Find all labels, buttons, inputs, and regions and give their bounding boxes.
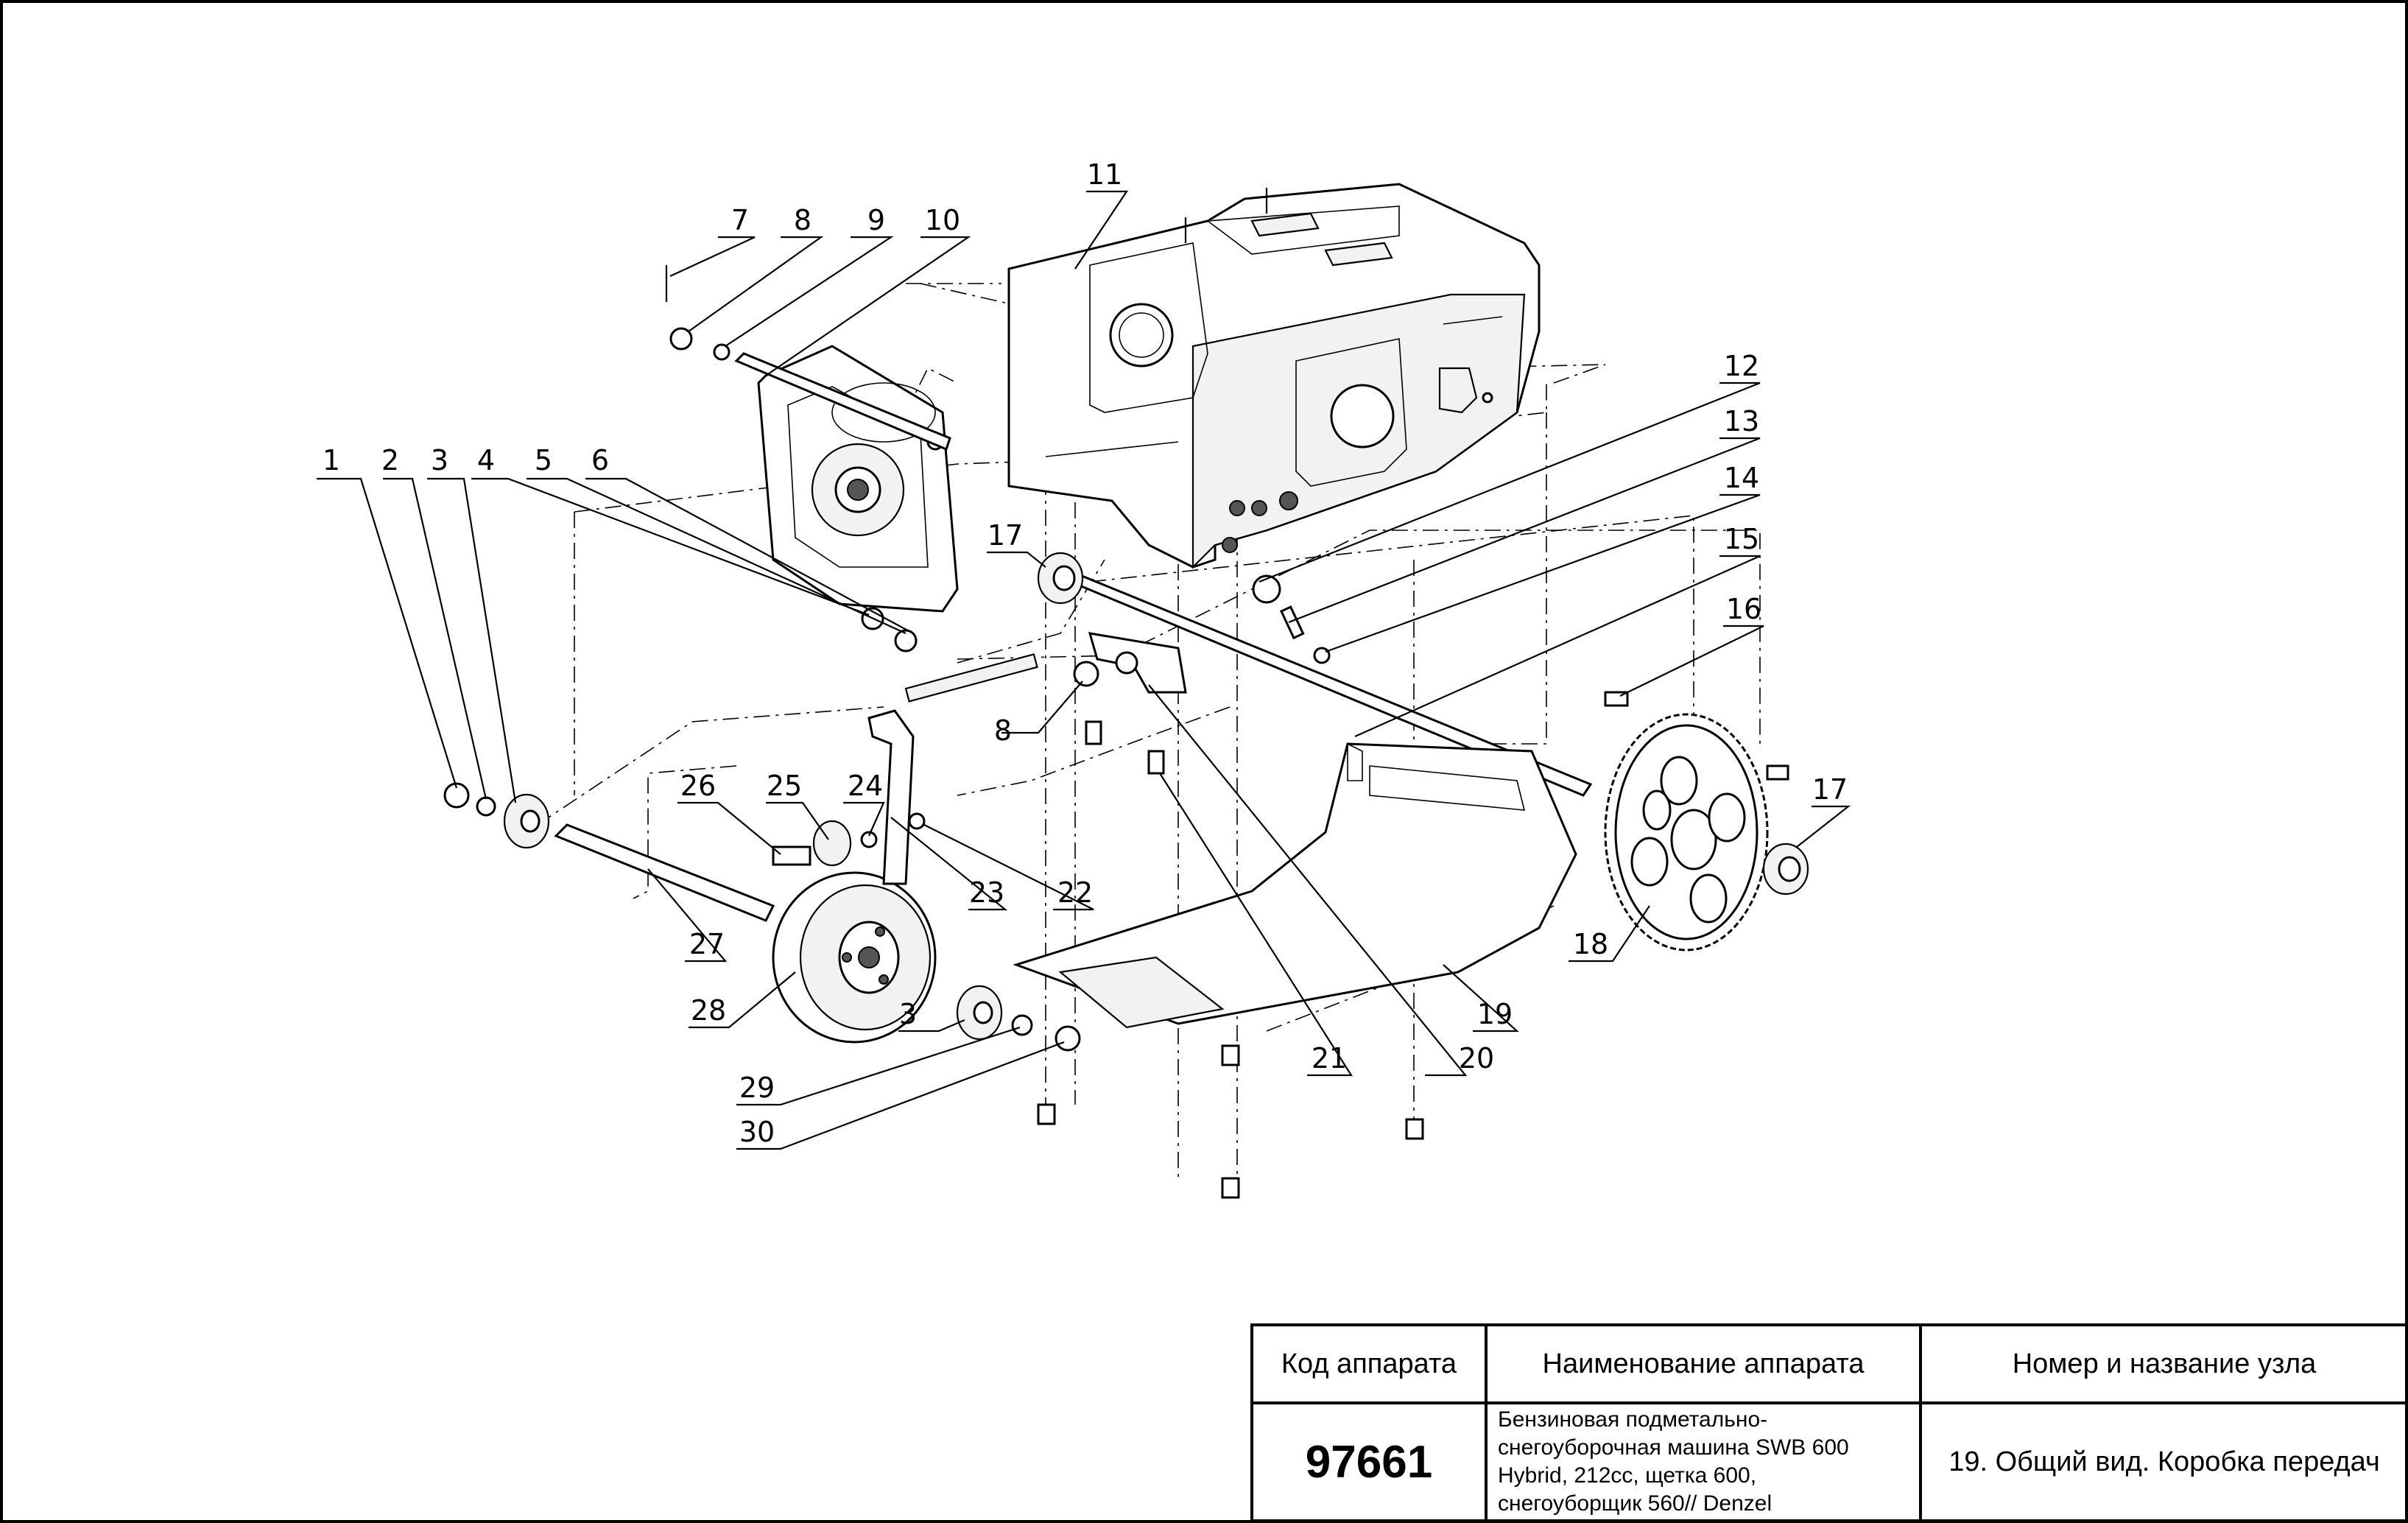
callout-24: 24 xyxy=(848,770,883,802)
callout-14: 14 xyxy=(1724,462,1759,494)
machine-name-line-4: снегоуборщик 560// Denzel xyxy=(1498,1491,1772,1516)
lower-pan xyxy=(1013,742,1577,1029)
callout-25: 25 xyxy=(767,770,802,802)
callout-5: 5 xyxy=(535,444,552,476)
machine-name-line-2: снегоуборочная машина SWB 600 xyxy=(1498,1435,1849,1460)
driven-pulley xyxy=(772,871,937,1044)
callout-labels: 1 2 3 4 5 6 7 8 9 10 11 12 13 14 15 16 1… xyxy=(323,158,1848,1148)
callout-2: 2 xyxy=(381,444,399,476)
small-parts xyxy=(443,265,1809,1199)
callout-29: 29 xyxy=(739,1072,775,1104)
callout-28: 28 xyxy=(691,994,726,1027)
side-cover xyxy=(757,345,959,613)
gearbox-housing xyxy=(1007,183,1541,569)
leader-lines xyxy=(317,190,1851,1150)
callout-15: 15 xyxy=(1724,523,1759,555)
title-block: Код аппарата Наименование аппарата Номер… xyxy=(1250,1323,2408,1522)
callout-18: 18 xyxy=(1573,928,1608,960)
callout-16: 16 xyxy=(1726,593,1761,625)
callout-8: 8 xyxy=(794,204,812,236)
callout-6: 6 xyxy=(591,444,609,476)
machine-name-line-3: Hybrid, 212cc, щетка 600, xyxy=(1498,1463,1757,1488)
callout-3-lower: 3 xyxy=(899,998,917,1030)
assembly-node: 19. Общий вид. Коробка передач xyxy=(1919,1401,2408,1522)
callout-4: 4 xyxy=(477,444,495,476)
shafts xyxy=(554,352,1593,922)
callout-11: 11 xyxy=(1087,158,1122,191)
title-block-table: Код аппарата Наименование аппарата Номер… xyxy=(1250,1323,2408,1522)
callout-3: 3 xyxy=(431,444,448,476)
callout-30: 30 xyxy=(739,1116,775,1148)
callout-22: 22 xyxy=(1057,876,1093,909)
callout-23: 23 xyxy=(969,876,1004,909)
callout-9: 9 xyxy=(867,204,885,236)
callout-13: 13 xyxy=(1724,405,1759,437)
callout-27: 27 xyxy=(689,928,725,960)
header-name: Наименование аппарата xyxy=(1485,1323,1922,1404)
callout-8-lower: 8 xyxy=(994,714,1012,747)
machine-name: Бензиновая подметально- снегоуборочная м… xyxy=(1485,1401,1922,1522)
callout-20: 20 xyxy=(1459,1042,1494,1074)
large-gear xyxy=(1604,713,1769,952)
machine-code: 97661 xyxy=(1250,1401,1488,1522)
callout-1: 1 xyxy=(323,444,340,476)
callout-12: 12 xyxy=(1724,350,1759,382)
header-node: Номер и название узла xyxy=(1919,1323,2408,1404)
callout-10: 10 xyxy=(925,204,960,236)
callout-26: 26 xyxy=(680,770,716,802)
callout-21: 21 xyxy=(1312,1042,1347,1074)
header-code: Код аппарата xyxy=(1250,1323,1488,1404)
callout-7: 7 xyxy=(731,204,749,236)
callout-19: 19 xyxy=(1477,998,1513,1030)
callout-17-right: 17 xyxy=(1812,773,1848,806)
machine-name-line-1: Бензиновая подметально- xyxy=(1498,1407,1768,1432)
callout-17: 17 xyxy=(988,519,1023,552)
